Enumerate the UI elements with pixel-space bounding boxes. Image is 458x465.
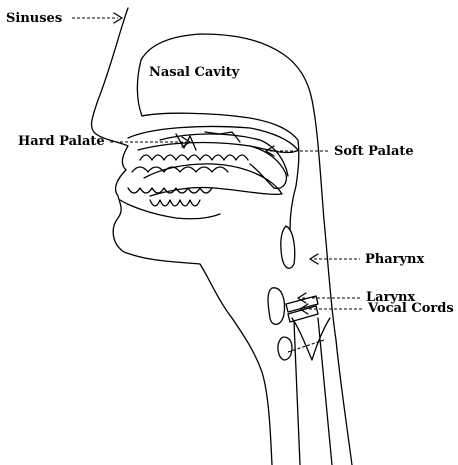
trachea-right-wall: [318, 318, 332, 465]
label-vocal-cords: Vocal Cords: [368, 302, 454, 315]
trachea-ring-left: [278, 337, 292, 360]
tongue-outline: [144, 164, 282, 196]
larynx-cartilage: [268, 288, 285, 325]
label-sinuses: Sinuses: [6, 12, 62, 25]
upper-teeth: [140, 155, 248, 160]
upper-teeth-base: [132, 167, 228, 172]
trachea-left-wall: [294, 322, 300, 465]
jaw-inner-line: [120, 200, 220, 219]
label-soft-palate: Soft Palate: [334, 145, 414, 158]
label-nasal-cavity: Nasal Cavity: [149, 66, 239, 79]
label-pharynx: Pharynx: [365, 253, 424, 266]
label-hard-palate: Hard Palate: [18, 135, 105, 148]
trachea-wall: [292, 318, 330, 360]
skull-back-outline: [141, 34, 352, 465]
pharynx-epiglottis: [281, 226, 295, 268]
hard-palate-band: [128, 126, 298, 152]
lower-teeth-roots: [150, 200, 200, 206]
